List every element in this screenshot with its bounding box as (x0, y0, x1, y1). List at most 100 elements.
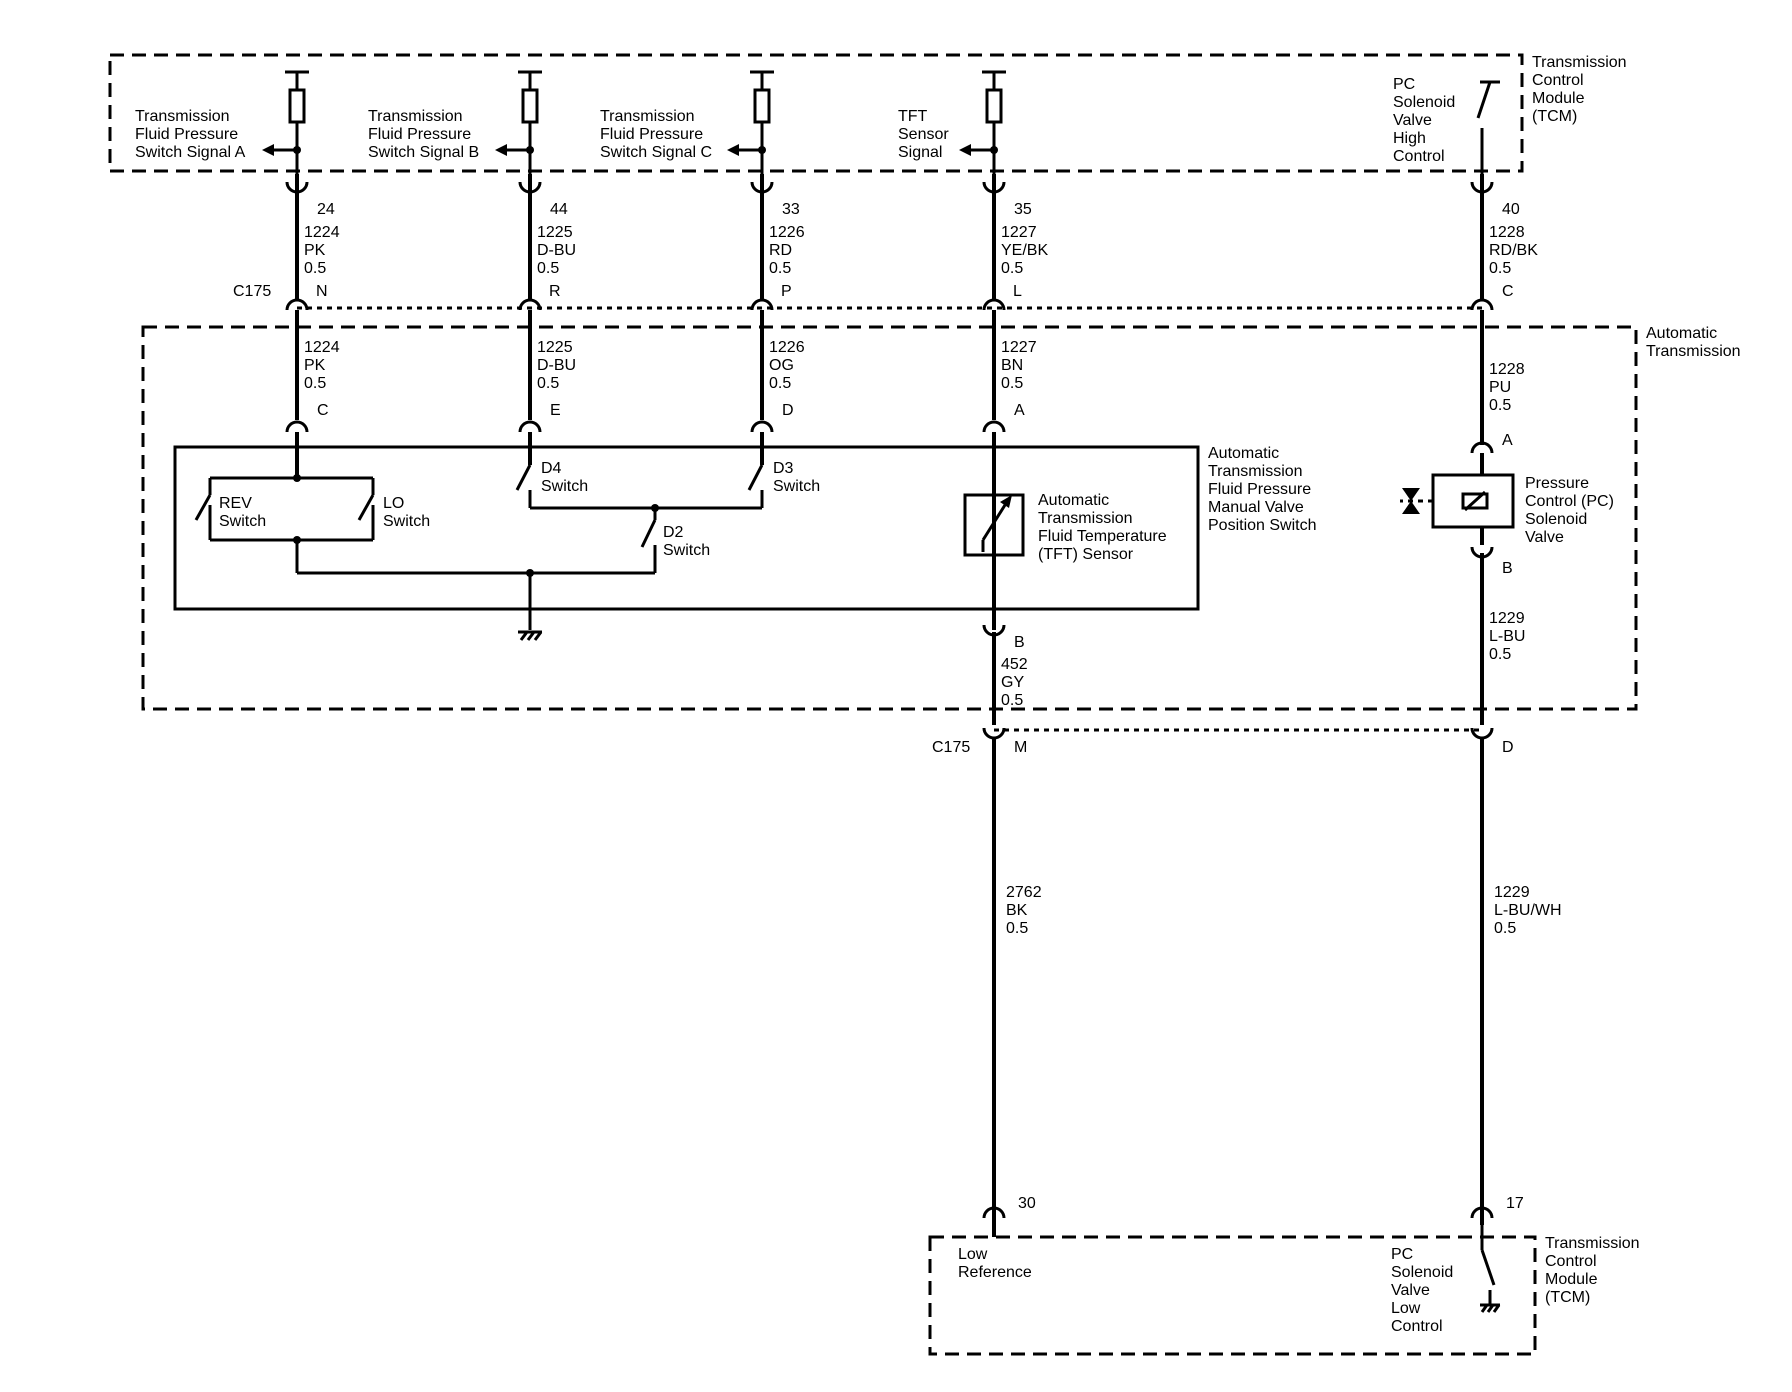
svg-text:0.5: 0.5 (1006, 920, 1028, 937)
svg-text:1229: 1229 (1489, 610, 1525, 627)
wire-label-1229-lower: 1229 L-BU/WH 0.5 (1494, 884, 1562, 937)
valve-icon (1402, 488, 1420, 514)
svg-text:0.5: 0.5 (1489, 646, 1511, 663)
svg-text:RD/BK: RD/BK (1489, 242, 1538, 259)
svg-text:Fluid Pressure: Fluid Pressure (600, 126, 703, 143)
arrow-left-icon (495, 144, 507, 156)
svg-text:D: D (782, 402, 794, 419)
c175-bottom-pins: M D (1014, 739, 1514, 756)
wire-label-1228-trans: 1228 PU 0.5 A (1489, 361, 1525, 449)
svg-text:452: 452 (1001, 656, 1028, 673)
svg-text:C: C (1502, 283, 1514, 300)
svg-text:Switch: Switch (663, 542, 710, 559)
svg-text:B: B (1014, 634, 1025, 651)
wire-label-1225-trans: 1225 D-BU 0.5 E (537, 339, 576, 419)
svg-text:Solenoid: Solenoid (1391, 1264, 1453, 1281)
wire-label-1225-upper: 44 1225 D-BU 0.5 (537, 201, 576, 277)
svg-text:Switch: Switch (219, 513, 266, 530)
c175-top-label: C175 (233, 283, 271, 300)
svg-text:Module: Module (1545, 1271, 1598, 1288)
svg-text:LO: LO (383, 495, 404, 512)
svg-text:0.5: 0.5 (537, 375, 559, 392)
svg-text:D-BU: D-BU (537, 242, 576, 259)
svg-text:M: M (1014, 739, 1027, 756)
svg-text:P: P (781, 283, 792, 300)
tcm-signal-c-label: Transmission Fluid Pressure Switch Signa… (600, 108, 712, 161)
svg-text:0.5: 0.5 (537, 260, 559, 277)
svg-text:L: L (1013, 283, 1022, 300)
svg-text:PC: PC (1391, 1246, 1413, 1263)
tft-sensor (963, 432, 1025, 630)
svg-text:33: 33 (782, 201, 800, 218)
svg-text:Transmission: Transmission (1545, 1235, 1640, 1252)
svg-text:Control: Control (1545, 1253, 1597, 1270)
svg-text:Sensor: Sensor (898, 126, 949, 143)
svg-text:D3: D3 (773, 460, 794, 477)
svg-text:PU: PU (1489, 379, 1511, 396)
svg-text:Solenoid: Solenoid (1393, 94, 1455, 111)
wires-lower (992, 738, 1484, 1225)
tcm-tft-signal-label: TFT Sensor Signal (898, 108, 949, 161)
svg-text:High: High (1393, 130, 1426, 147)
switch-assembly-label: Automatic Transmission Fluid Pressure Ma… (1208, 445, 1317, 534)
svg-text:1225: 1225 (537, 224, 573, 241)
svg-text:Control: Control (1393, 148, 1445, 165)
svg-text:0.5: 0.5 (769, 375, 791, 392)
tcm-bottom-label: Transmission Control Module (TCM) (1545, 1235, 1640, 1306)
svg-text:Reference: Reference (958, 1264, 1032, 1281)
svg-text:0.5: 0.5 (769, 260, 791, 277)
tcm-top-connectors (285, 181, 1494, 194)
svg-text:A: A (1502, 432, 1513, 449)
svg-text:30: 30 (1018, 1195, 1036, 1212)
tcm-low-reference-label: Low Reference (958, 1246, 1032, 1281)
svg-text:D4: D4 (541, 460, 562, 477)
svg-text:N: N (316, 283, 328, 300)
svg-text:C: C (317, 402, 329, 419)
svg-text:Switch: Switch (383, 513, 430, 530)
svg-text:B: B (1502, 560, 1513, 577)
svg-text:0.5: 0.5 (1001, 692, 1023, 709)
tcm-signal-b-label: Transmission Fluid Pressure Switch Signa… (368, 108, 479, 161)
d2-switch-label: D2 Switch (663, 524, 710, 559)
svg-text:Module: Module (1532, 90, 1585, 107)
svg-text:PC: PC (1393, 76, 1415, 93)
wire-label-1228-upper: 40 1228 RD/BK 0.5 (1489, 201, 1538, 277)
svg-text:YE/BK: YE/BK (1001, 242, 1048, 259)
svg-text:PK: PK (304, 242, 326, 259)
d2-switch (640, 519, 657, 548)
svg-text:1226: 1226 (769, 339, 805, 356)
wires-transmission (295, 310, 1484, 445)
svg-text:0.5: 0.5 (1489, 397, 1511, 414)
wire-label-2762: 2762 BK 0.5 (1006, 884, 1042, 937)
wire-label-1224-trans: 1224 PK 0.5 C (304, 339, 340, 419)
d4-switch-label: D4 Switch (541, 460, 588, 495)
c175-top-connector-symbols (285, 298, 1494, 311)
svg-text:Automatic: Automatic (1038, 492, 1109, 509)
svg-text:Switch Signal A: Switch Signal A (135, 144, 246, 161)
switch-internal-wiring (208, 432, 764, 630)
svg-text:Transmission: Transmission (1646, 343, 1741, 360)
switch-assembly-box (173, 445, 1200, 611)
wire-label-1224-upper: 24 1224 PK 0.5 (304, 201, 340, 277)
tcm-bottom-pins: 30 17 (1018, 1195, 1524, 1212)
arrow-left-icon (727, 144, 739, 156)
rev-switch (194, 494, 212, 521)
svg-text:1226: 1226 (769, 224, 805, 241)
svg-text:Transmission: Transmission (368, 108, 463, 125)
svg-text:1224: 1224 (304, 339, 340, 356)
d4-switch (515, 464, 532, 491)
lo-switch (357, 494, 375, 521)
svg-text:1227: 1227 (1001, 224, 1037, 241)
wires-upper (295, 174, 1484, 300)
svg-text:Fluid Pressure: Fluid Pressure (368, 126, 471, 143)
svg-text:D: D (1502, 739, 1514, 756)
svg-text:Pressure: Pressure (1525, 475, 1589, 492)
svg-text:A: A (1014, 402, 1025, 419)
svg-text:L-BU: L-BU (1489, 628, 1525, 645)
svg-text:Low: Low (958, 1246, 988, 1263)
svg-text:35: 35 (1014, 201, 1032, 218)
svg-text:TFT: TFT (898, 108, 928, 125)
svg-text:Transmission: Transmission (1532, 54, 1627, 71)
tcm-signal-a-label: Transmission Fluid Pressure Switch Signa… (135, 108, 246, 161)
